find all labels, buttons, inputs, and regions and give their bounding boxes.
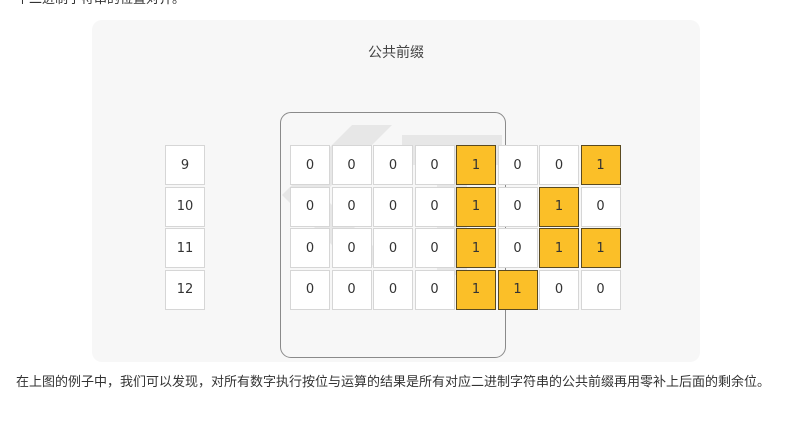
- bit-cell: 0: [373, 228, 413, 268]
- number-label: 11: [165, 228, 205, 268]
- number-label: 12: [165, 269, 205, 310]
- bit-cell: 0: [497, 145, 538, 185]
- bit-cell: 0: [290, 145, 330, 185]
- bit-cell: 1: [580, 228, 621, 268]
- bit-cell: 0: [539, 269, 579, 310]
- bit-cell: 0: [414, 228, 455, 268]
- bit-cell: 0: [414, 145, 455, 185]
- bit-cell: 0: [497, 186, 538, 227]
- bit-cell: 0: [414, 186, 455, 227]
- bit-cell: 0: [580, 269, 621, 310]
- bit-cell: 1: [580, 145, 621, 185]
- bit-cell: 1: [539, 228, 579, 268]
- bit-cell: 1: [456, 145, 496, 185]
- bit-cell: 0: [331, 186, 372, 227]
- bit-cell: 0: [290, 269, 330, 310]
- figure-title: 公共前缀: [368, 45, 424, 61]
- bit-cell: 0: [373, 269, 413, 310]
- bit-cell: 1: [456, 228, 496, 268]
- bit-cell: 1: [497, 269, 538, 310]
- bit-cell: 0: [539, 145, 579, 185]
- bit-cell: 0: [373, 145, 413, 185]
- bit-cell: 1: [539, 186, 579, 227]
- bit-cell: 0: [373, 186, 413, 227]
- explanation-paragraph: 在上图的例子中，我们可以发现，对所有数字执行按位与运算的结果是所有对应二进制字符…: [16, 375, 771, 390]
- bit-cell: 0: [497, 228, 538, 268]
- bit-cell: 1: [456, 186, 496, 227]
- bit-cell: 0: [331, 228, 372, 268]
- cropped-paragraph-line: 个二进制字符串的位置对齐。: [16, 0, 185, 9]
- bit-cell: 0: [414, 269, 455, 310]
- bit-cell: 0: [331, 145, 372, 185]
- bit-cell: 1: [456, 269, 496, 310]
- bit-cell: 0: [290, 186, 330, 227]
- bit-cell: 0: [290, 228, 330, 268]
- bit-cell: 0: [580, 186, 621, 227]
- number-label: 10: [165, 186, 205, 227]
- number-label: 9: [165, 145, 205, 185]
- bit-cell: 0: [331, 269, 372, 310]
